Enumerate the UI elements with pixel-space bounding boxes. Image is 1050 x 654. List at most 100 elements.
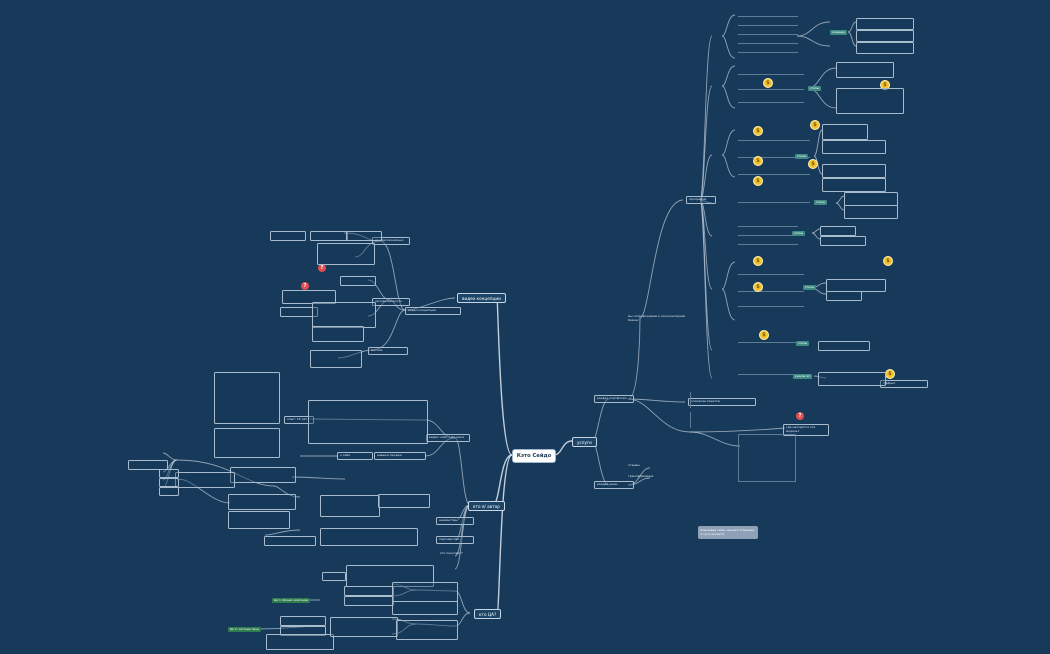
note-5	[836, 88, 904, 114]
node-who-buys[interactable]: кто покупает?	[440, 552, 463, 555]
stage-5-block	[738, 218, 798, 252]
stage-3-block	[738, 124, 810, 188]
node-cases[interactable]: видео: кейс о бизнесе	[426, 434, 470, 442]
node-portfolio[interactable]: раздел портфолио	[594, 395, 634, 403]
who-note-6	[128, 460, 168, 470]
concept-note-9	[312, 326, 364, 342]
note-13	[820, 236, 866, 246]
node-concept-personal[interactable]: личная ценность	[372, 298, 410, 306]
coin-icon: $	[753, 282, 763, 292]
why-note-7	[266, 634, 334, 650]
label-team[interactable]: команда	[830, 30, 847, 35]
who-note-3	[228, 494, 296, 510]
why-note-3	[392, 582, 458, 602]
node-transformation[interactable]: трансформация	[628, 475, 654, 478]
who-note-1	[230, 467, 296, 483]
question-icon: ?	[301, 282, 309, 290]
label-stage[interactable]: этапы	[792, 231, 805, 236]
label-ca-b2b[interactable]: ЦА 1: бизнес-компании	[272, 598, 311, 603]
coin-icon: $	[763, 78, 773, 88]
question-label[interactable]: где находится эта модель?	[783, 424, 829, 436]
concept-note-4	[317, 243, 375, 265]
root-topic[interactable]: Кэто Сейдо	[512, 449, 556, 463]
stage-1-block	[738, 8, 798, 60]
coin-icon: $	[753, 256, 763, 266]
coin-icon: $	[883, 256, 893, 266]
node-sales-skills[interactable]: навыки продаж	[374, 452, 426, 460]
why-note-2	[344, 596, 394, 606]
label-result[interactable]: результат	[793, 374, 813, 379]
branch-concept[interactable]: видео концепции	[457, 293, 506, 303]
concept-note-2	[310, 231, 348, 241]
stage-6-block	[738, 256, 804, 324]
who-note-5	[264, 536, 316, 546]
why-note-9	[396, 620, 458, 640]
note-8	[822, 164, 886, 178]
label-stage[interactable]: этапы	[808, 86, 821, 91]
stage-8-block	[738, 365, 804, 387]
why-note-4	[392, 601, 458, 615]
stage-7-block	[738, 328, 804, 360]
branch-why[interactable]: кто ЦА?	[474, 609, 502, 619]
note-16	[818, 341, 870, 351]
note-11	[844, 205, 898, 219]
packages-text-2	[690, 412, 751, 428]
label-stage[interactable]: этапы	[814, 200, 827, 205]
why-note-5	[280, 616, 326, 626]
coin-icon: $	[810, 120, 820, 130]
concept-note-10	[310, 350, 362, 368]
note-6	[822, 124, 868, 140]
label-ca-private[interactable]: ЦА 2: частные лица	[228, 627, 261, 632]
node-shaman[interactable]: шаманство	[436, 517, 474, 525]
label-stage[interactable]: этапы	[795, 154, 808, 159]
who-note-4	[228, 511, 290, 529]
question-icon: ?	[796, 412, 804, 420]
branch-who[interactable]: кто я/ автор	[468, 501, 505, 511]
prices-text-block	[738, 434, 796, 482]
note-9	[822, 178, 886, 192]
node-packages[interactable]: описание пакетов	[688, 398, 756, 406]
note-4	[836, 62, 894, 78]
node-mission[interactable]: миссия	[368, 347, 408, 355]
node-experience[interactable]: опыт: 15 лет	[284, 416, 314, 424]
node-program[interactable]: программа	[686, 196, 716, 204]
info-note[interactable]: Ключевая тема: ценности бренда и суть пр…	[698, 526, 758, 539]
who-note-8	[159, 478, 179, 487]
label-stage[interactable]: этапы	[796, 341, 809, 346]
node-reviews[interactable]: отзывы	[628, 464, 640, 467]
coin-icon: $	[759, 330, 769, 340]
who-text-block	[308, 400, 428, 444]
branch-services[interactable]: услуги	[572, 437, 597, 447]
why-note-6	[280, 626, 326, 636]
who-bio-block-2	[214, 428, 280, 458]
concept-note-8	[312, 302, 376, 328]
note-12	[820, 226, 856, 236]
node-partners[interactable]: партнерство	[436, 536, 474, 544]
coin-icon: $	[885, 369, 895, 379]
question-icon: ?	[318, 264, 326, 272]
note-2	[856, 30, 914, 42]
who-note-2	[175, 472, 235, 488]
stage-2-block	[738, 64, 804, 116]
who-note-13	[322, 572, 346, 581]
coin-icon: $	[753, 176, 763, 186]
coin-icon: $	[753, 126, 763, 136]
who-bio-block	[214, 372, 280, 424]
node-effect[interactable]: Эффект	[880, 380, 928, 388]
label-stage[interactable]: этапы	[803, 285, 816, 290]
coin-icon: $	[753, 156, 763, 166]
why-note-1	[344, 586, 394, 596]
concept-note-3	[346, 231, 382, 241]
node-about[interactable]: о себе	[337, 452, 373, 460]
node-concept-main[interactable]: видео концепции	[405, 307, 461, 315]
who-note-14	[378, 494, 430, 508]
concept-note-6	[282, 290, 336, 304]
note-7	[822, 140, 886, 154]
coin-icon: $	[808, 159, 818, 169]
who-note-7	[159, 469, 179, 478]
note-17	[818, 372, 886, 386]
node-what-we-do[interactable]: мы сопровождаем и консультируем бизнес	[628, 315, 686, 322]
node-what-we-do-sub	[688, 432, 732, 438]
node-prices[interactable]: раздел цены	[594, 481, 634, 489]
